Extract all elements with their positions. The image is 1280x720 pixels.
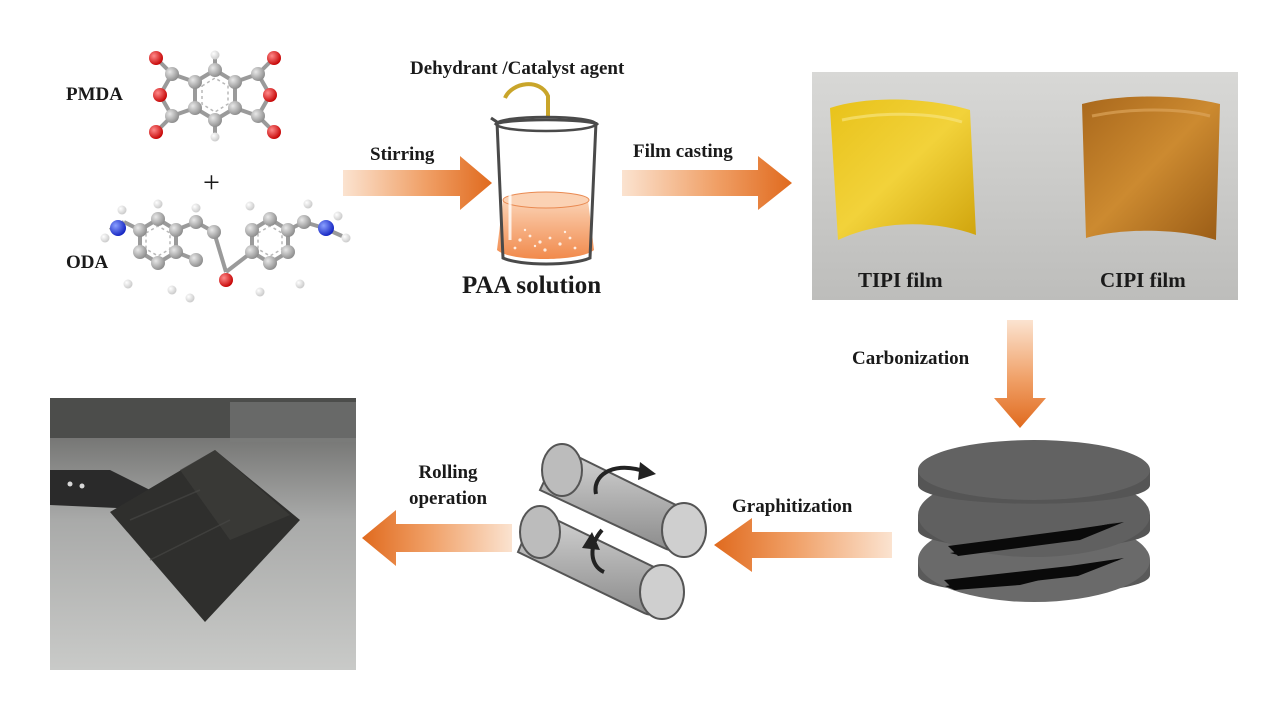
film-casting-label: Film casting [633,141,733,162]
rollers-icon [516,443,707,620]
carbon-stack-icon [918,440,1150,602]
carbonization-arrow [994,320,1046,428]
cipi-film-label: CIPI film [1100,268,1186,292]
tipi-film-label: TIPI film [858,268,943,292]
graphite-film-photo [50,398,356,670]
dehydrant-label: Dehydrant /Catalyst agent [410,58,625,79]
film-casting-arrow [622,156,792,210]
stirring-arrow [343,156,492,210]
stirring-label: Stirring [370,144,435,165]
film-photo [812,72,1238,300]
graphitization-arrow [714,518,892,572]
graphitization-label: Graphitization [732,496,853,517]
pmda-molecule-icon [149,50,281,142]
oda-label: ODA [66,252,109,273]
pmda-label: PMDA [66,84,123,105]
carbonization-label: Carbonization [852,348,970,369]
beaker-icon [490,82,600,266]
rolling-arrow [362,510,512,566]
plus-sign: + [203,166,220,199]
rolling-label-line2: operation [408,488,488,509]
rolling-label-line1: Rolling [418,462,478,483]
paa-solution-label: PAA solution [462,272,602,299]
oda-molecule-icon [100,199,351,303]
